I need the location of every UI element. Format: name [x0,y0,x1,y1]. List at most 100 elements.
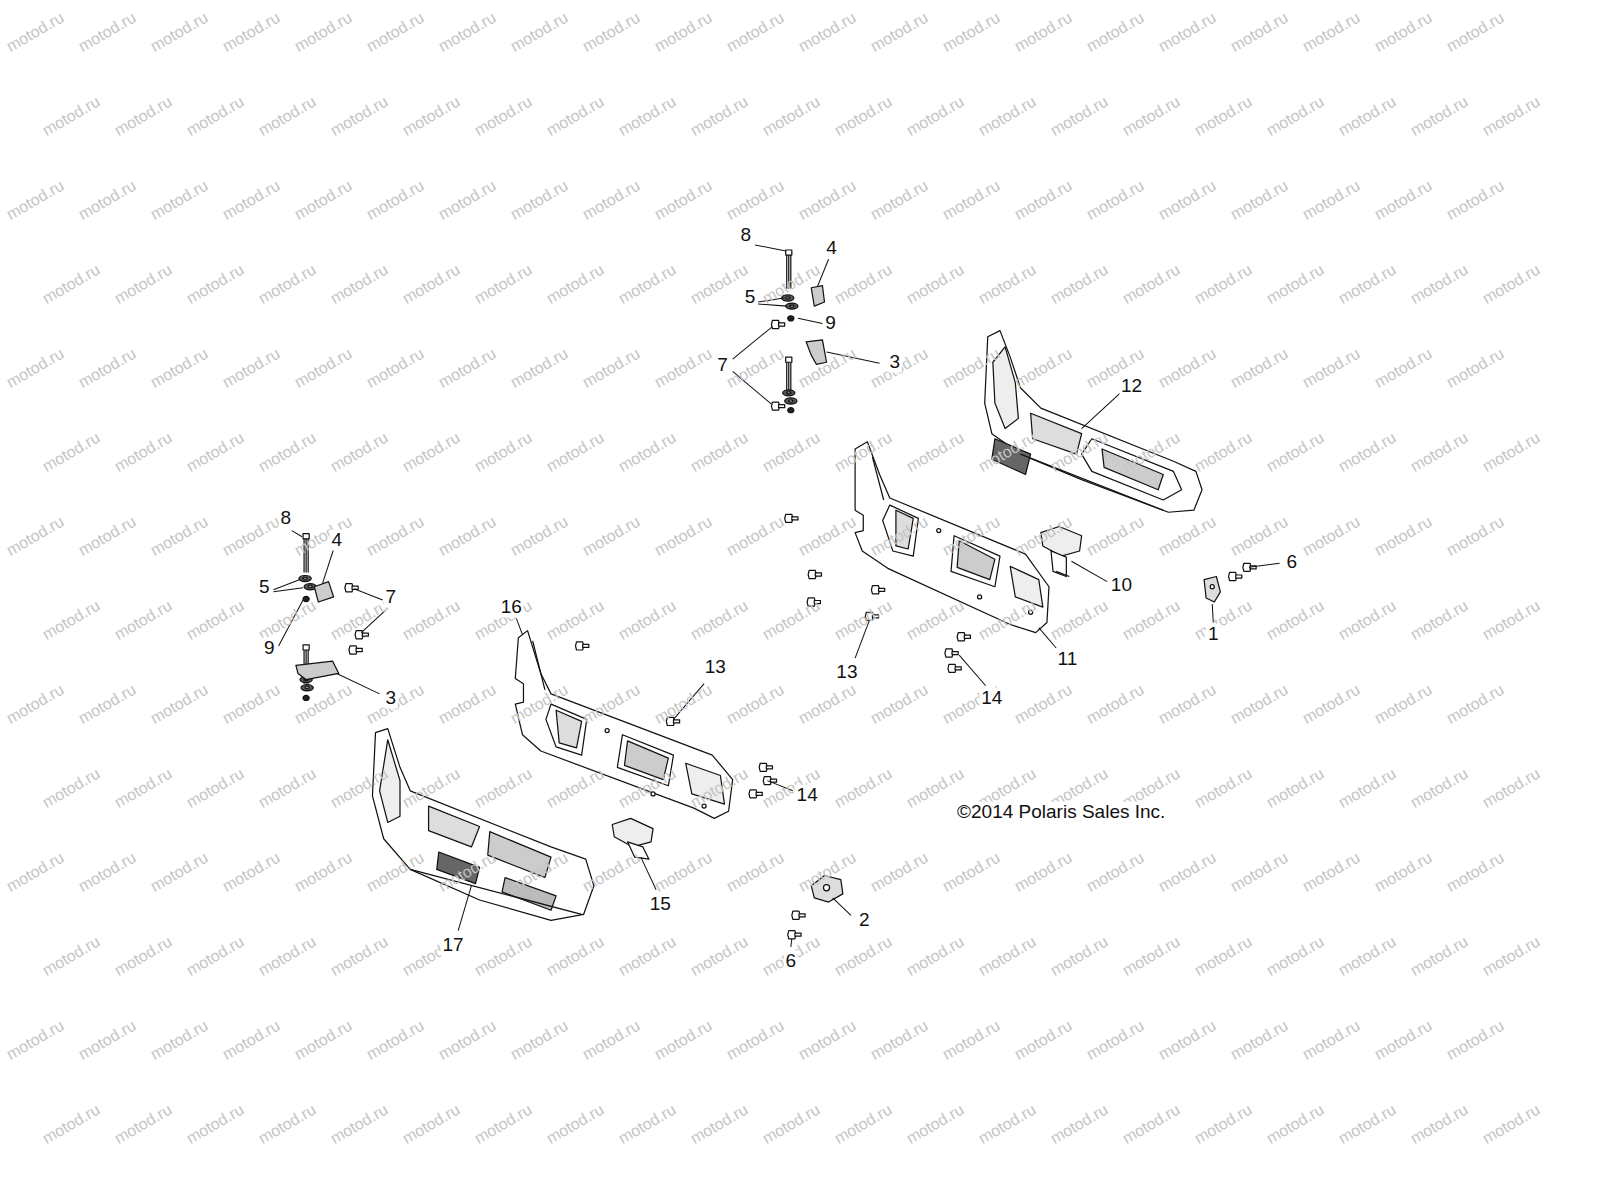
watermark: motod.ru [724,514,787,559]
watermark: motod.ru [508,850,571,895]
watermark: motod.ru [544,94,607,139]
callout-number: 7 [715,355,730,376]
callout-number: 14 [795,784,820,805]
watermark: motod.ru [4,346,67,391]
watermark: motod.ru [868,514,931,559]
watermark: motod.ru [40,262,103,307]
watermark: motod.ru [1336,934,1399,979]
watermark: motod.ru [4,1018,67,1063]
watermark: motod.ru [1156,514,1219,559]
copyright-note: ©2014 Polaris Sales Inc. [955,802,1167,823]
callout-number: 8 [739,224,754,245]
watermark: motod.ru [652,850,715,895]
watermark: motod.ru [1300,514,1363,559]
watermark: motod.ru [436,682,499,727]
watermark: motod.ru [1336,430,1399,475]
watermark: motod.ru [184,430,247,475]
watermark: motod.ru [4,850,67,895]
watermark: motod.ru [112,430,175,475]
watermark: motod.ru [904,94,967,139]
watermark: motod.ru [616,1102,679,1147]
watermark: motod.ru [1192,262,1255,307]
watermark: motod.ru [1408,766,1471,811]
watermark: motod.ru [1408,1102,1471,1147]
watermark: motod.ru [1192,934,1255,979]
watermark: motod.ru [76,1018,139,1063]
watermark: motod.ru [688,934,751,979]
watermark: motod.ru [1264,766,1327,811]
watermark: motod.ru [544,262,607,307]
callout-number: 3 [888,352,903,373]
watermark: motod.ru [256,1102,319,1147]
watermark: motod.ru [1444,514,1507,559]
watermark: motod.ru [472,766,535,811]
watermark: motod.ru [796,1018,859,1063]
watermark: motod.ru [400,430,463,475]
watermark: motod.ru [616,94,679,139]
watermark: motod.ru [364,10,427,55]
watermark: motod.ru [688,262,751,307]
watermark: motod.ru [1444,178,1507,223]
watermark: motod.ru [400,766,463,811]
watermark: motod.ru [1012,178,1075,223]
watermark: motod.ru [148,514,211,559]
watermark: motod.ru [112,1102,175,1147]
watermark: motod.ru [76,682,139,727]
watermark: motod.ru [292,1018,355,1063]
watermark: motod.ru [1156,178,1219,223]
watermark: motod.ru [688,1102,751,1147]
watermark: motod.ru [400,262,463,307]
watermark: motod.ru [364,514,427,559]
watermark: motod.ru [1336,262,1399,307]
watermark: motod.ru [904,1102,967,1147]
watermark: motod.ru [976,1102,1039,1147]
watermark: motod.ru [400,94,463,139]
watermark: motod.ru [796,178,859,223]
watermark: motod.ru [904,262,967,307]
watermark: motod.ru [1300,850,1363,895]
watermark: motod.ru [1084,178,1147,223]
watermark: motod.ru [724,346,787,391]
watermark: motod.ru [1228,682,1291,727]
watermark: motod.ru [1012,850,1075,895]
watermark: motod.ru [220,10,283,55]
watermark: motod.ru [760,598,823,643]
watermark: motod.ru [1120,430,1183,475]
watermark: motod.ru [1228,10,1291,55]
watermark: motod.ru [616,766,679,811]
watermark: motod.ru [1084,514,1147,559]
watermark: motod.ru [652,1018,715,1063]
watermark: motod.ru [1480,766,1543,811]
watermark: motod.ru [688,430,751,475]
watermark: motod.ru [1300,10,1363,55]
watermark: motod.ru [760,94,823,139]
watermark: motod.ru [400,598,463,643]
watermark: motod.ru [544,598,607,643]
watermark: motod.ru [652,10,715,55]
watermark: motod.ru [4,682,67,727]
watermark: motod.ru [652,178,715,223]
watermark: motod.ru [832,766,895,811]
callout-number: 16 [499,597,524,618]
watermark: motod.ru [76,10,139,55]
watermark: motod.ru [688,766,751,811]
watermark: motod.ru [472,94,535,139]
watermark: motod.ru [148,346,211,391]
watermark: motod.ru [220,514,283,559]
watermark: motod.ru [1444,850,1507,895]
watermark: motod.ru [760,430,823,475]
watermark: motod.ru [76,346,139,391]
watermark: motod.ru [328,934,391,979]
watermark: motod.ru [868,682,931,727]
watermark: motod.ru [1048,598,1111,643]
watermark: motod.ru [256,766,319,811]
watermark: motod.ru [1300,682,1363,727]
watermark: motod.ru [292,346,355,391]
watermark: motod.ru [508,682,571,727]
watermark: motod.ru [112,766,175,811]
watermark: motod.ru [148,1018,211,1063]
watermark: motod.ru [112,94,175,139]
callout-number: 12 [1119,375,1144,396]
watermark: motod.ru [1480,1102,1543,1147]
watermark: motod.ru [40,766,103,811]
